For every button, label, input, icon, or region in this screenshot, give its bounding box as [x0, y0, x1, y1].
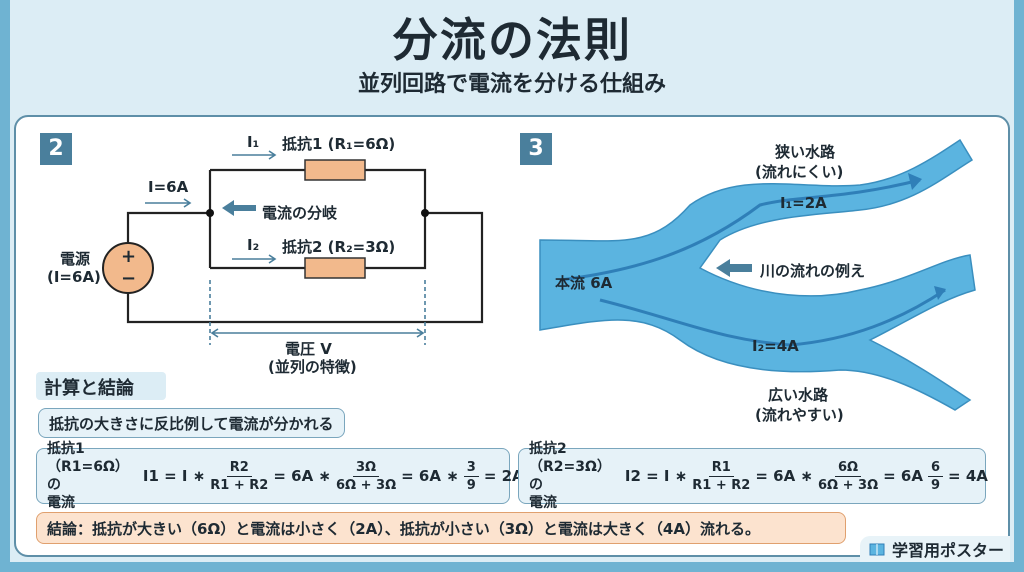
formula2-result: = 4A: [948, 467, 988, 485]
plus-sign: +: [121, 246, 137, 267]
formula1-d3: 9: [466, 477, 476, 493]
formula1-mid2: = 6A ∗: [401, 467, 459, 485]
formula2-d1: R1 + R2: [692, 477, 751, 493]
formula1-n1: R2: [226, 459, 252, 477]
branch-arrow-icon: [222, 200, 256, 216]
book-icon: [869, 543, 885, 556]
analogy-arrow-icon: [716, 259, 752, 277]
page-subtitle: 並列回路で電流を分ける仕組み: [357, 72, 666, 97]
current-arrows: [145, 150, 426, 345]
i1-label: I₁: [247, 133, 260, 151]
section-badge-2: 2: [40, 133, 72, 165]
junction-node-right: [421, 209, 429, 217]
footer-tag: 学習用ポスター: [860, 536, 1010, 562]
narrow-channel-label: 狭い水路: [775, 143, 836, 161]
formula1-name-2: 電流: [47, 495, 75, 511]
branch-label: 電流の分岐: [262, 204, 338, 222]
conclusion-box: 結論：抵抗が大きい（6Ω）と電流は小さく（2A）、抵抗が小さい（3Ω）と電流は大…: [36, 512, 846, 544]
r2-label: 抵抗2 (R₂=3Ω): [282, 238, 396, 256]
formula1-result: = 2A: [483, 467, 524, 485]
r1-label: 抵抗1 (R₁=6Ω): [282, 135, 396, 153]
resistor-2: [304, 257, 366, 279]
formula2-n1: R1: [708, 459, 734, 477]
formula1-d1: R1 + R2: [210, 477, 269, 493]
formula2-mid: = 6A ∗: [755, 467, 813, 485]
river-illustration: [539, 138, 976, 411]
river-i1-label: I₁=2A: [780, 194, 827, 212]
rule-box: 抵抗の大きさに反比例して電流が分かれる: [38, 408, 345, 438]
voltage-note: (並列の特徴): [268, 358, 357, 376]
formula2-d2: 6Ω + 3Ω: [818, 477, 879, 493]
source-current-label: (I=6A): [47, 268, 101, 286]
page-title: 分流の法則: [392, 13, 632, 67]
main-stream-label: 本流 6A: [555, 274, 613, 292]
footer-label: 学習用ポスター: [892, 541, 1005, 560]
formula1-name: 抵抗1（R1=6Ω）の: [47, 441, 129, 493]
formula2-name: 抵抗2（R2=3Ω）の: [529, 441, 611, 493]
calc-heading: 計算と結論: [36, 372, 166, 400]
source-label: 電源: [60, 250, 91, 268]
circuit-wires: [126, 168, 484, 324]
formula2-mid2: = 6A: [883, 467, 923, 485]
power-source-icon: [102, 242, 154, 294]
section-badge-3: 3: [520, 133, 552, 165]
formula2-n3: 6: [927, 459, 944, 477]
formula2-n2: 6Ω: [835, 459, 862, 477]
wide-channel-label: 広い水路: [768, 386, 829, 404]
analogy-label: 川の流れの例え: [760, 262, 866, 280]
total-current-label: I=6A: [148, 178, 189, 196]
formula1-mid: = 6A ∗: [273, 467, 331, 485]
minus-sign: −: [121, 268, 137, 289]
river-i2-label: I₂=4A: [752, 337, 799, 355]
wide-channel-note: (流れやすい): [755, 406, 844, 424]
resistor-1: [304, 159, 366, 181]
formula1-lhs: I1 = I ∗: [142, 467, 206, 485]
formula1-n2: 3Ω: [353, 459, 380, 477]
formula1-n3: 3: [463, 459, 479, 477]
formula2-name-2: 電流: [529, 495, 557, 511]
formula2-d3: 9: [930, 477, 941, 493]
junction-node-left: [206, 209, 214, 217]
voltage-label: 電圧 V: [285, 340, 332, 358]
formula2-lhs: I2 = I ∗: [624, 467, 688, 485]
narrow-channel-note: (流れにくい): [755, 163, 844, 181]
formula1-d2: 6Ω + 3Ω: [336, 477, 397, 493]
i2-label: I₂: [247, 236, 260, 254]
